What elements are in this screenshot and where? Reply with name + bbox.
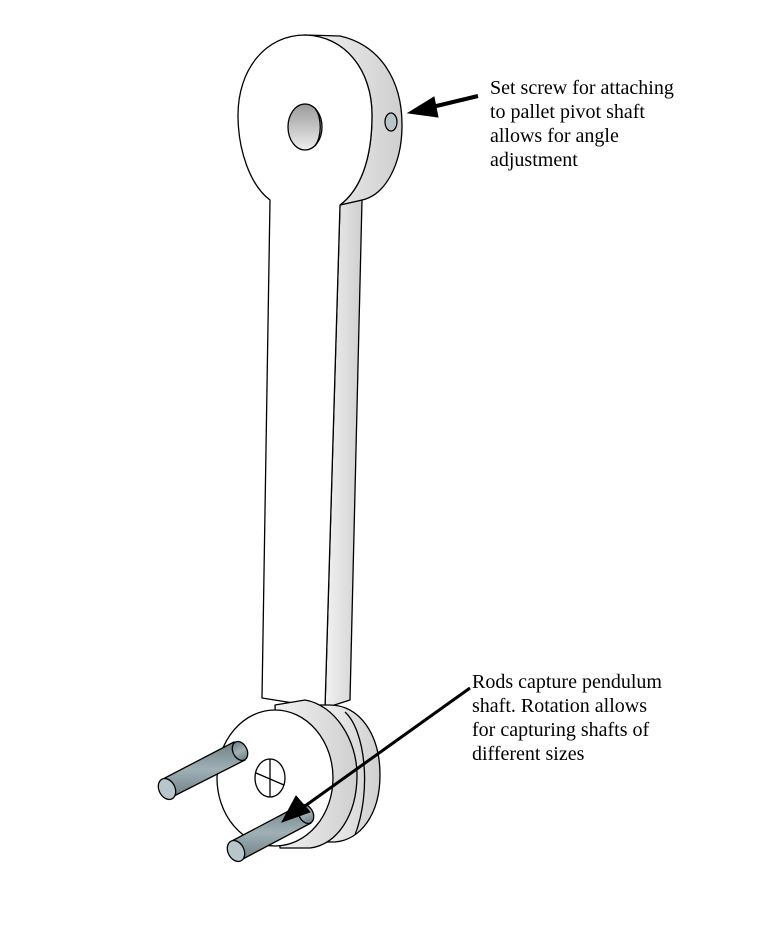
annotation-line: Set screw for attaching [490, 77, 674, 99]
annotation-line: shaft. Rotation allows [472, 695, 647, 717]
annotation-rods: Rods capture pendulum shaft. Rotation al… [472, 670, 662, 766]
annotation-line: Rods capture pendulum [472, 671, 662, 693]
rod-upper [157, 740, 249, 801]
arrow-rods [280, 686, 471, 823]
annotation-line: to pallet pivot shaft [490, 101, 645, 123]
arrow-set-screw [406, 94, 479, 118]
set-screw-icon [384, 112, 398, 132]
annotation-line: for capturing shafts of [472, 719, 650, 741]
annotation-line: adjustment [490, 149, 578, 171]
annotation-set-screw: Set screw for attaching to pallet pivot … [490, 76, 674, 172]
pivot-hole [287, 103, 323, 151]
annotation-line: different sizes [472, 743, 585, 765]
annotation-line: allows for angle [490, 125, 619, 147]
